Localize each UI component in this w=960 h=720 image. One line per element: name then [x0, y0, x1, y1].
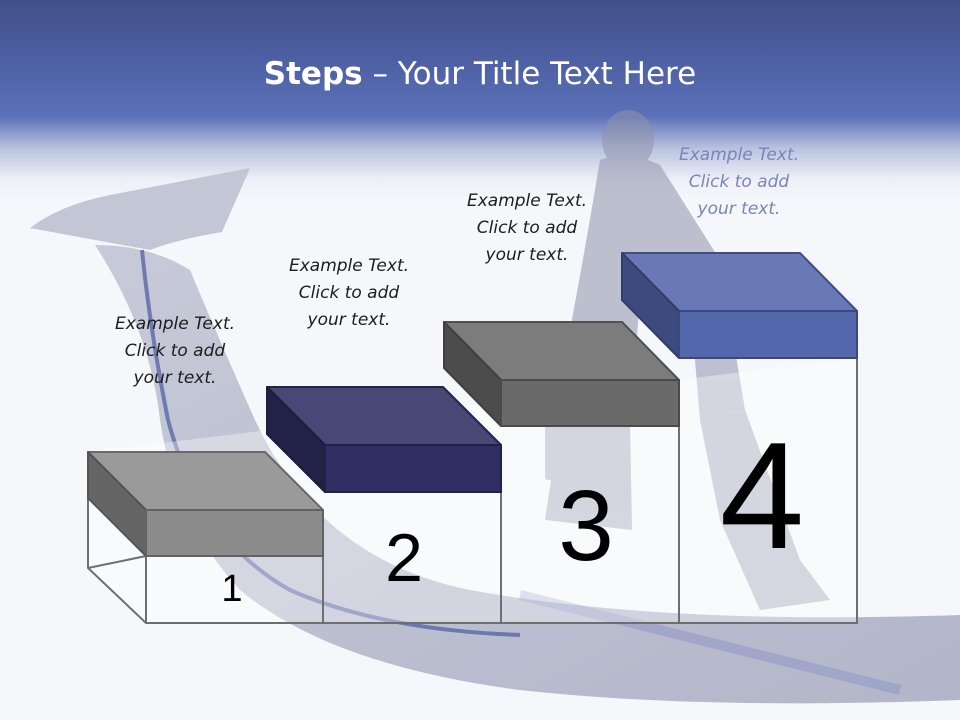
title-bold: Steps	[263, 56, 363, 92]
step-1-block-front	[145, 509, 324, 557]
step-4-caption-line-2: Click to add	[688, 172, 790, 192]
arrow-body-shape	[95, 245, 960, 704]
step-4-block-front	[678, 310, 858, 359]
step-3-caption-line-3: your text.	[485, 245, 569, 265]
step-4-caption-line-1: Example Text.	[678, 145, 800, 165]
arrow-head-shape	[30, 168, 250, 250]
arrow-shine	[518, 590, 902, 695]
step-2-caption-line-3: your text.	[307, 310, 391, 330]
step-1-caption-line-1: Example Text.	[114, 314, 236, 334]
step-2-caption-line-2: Click to add	[298, 283, 400, 303]
step-2-caption-line-1: Example Text.	[288, 256, 410, 276]
step-1-caption-line-2: Click to add	[124, 341, 226, 361]
step-3-block-front	[500, 379, 680, 427]
step-3-caption-line-1: Example Text.	[466, 191, 588, 211]
step-2-number: 2	[385, 520, 423, 596]
step-1-caption[interactable]: Example Text. Click to add your text.	[90, 311, 260, 392]
step-3-caption-line-2: Click to add	[476, 218, 578, 238]
step-2-block-front	[324, 444, 502, 493]
step-3-number: 3	[558, 470, 614, 582]
title-rest: – Your Title Text Here	[362, 56, 697, 92]
step-1-number: 1	[221, 568, 243, 610]
step-1-caption-line-3: your text.	[133, 368, 217, 388]
step-4-caption-line-3: your text.	[697, 199, 781, 219]
title-banner	[0, 0, 960, 200]
step-4-caption[interactable]: Example Text. Click to add your text.	[654, 142, 824, 223]
step-2-caption[interactable]: Example Text. Click to add your text.	[264, 253, 434, 334]
step-3-caption[interactable]: Example Text. Click to add your text.	[442, 188, 612, 269]
step-4-number: 4	[719, 411, 805, 581]
slide-title[interactable]: Steps – Your Title Text Here	[0, 54, 960, 94]
